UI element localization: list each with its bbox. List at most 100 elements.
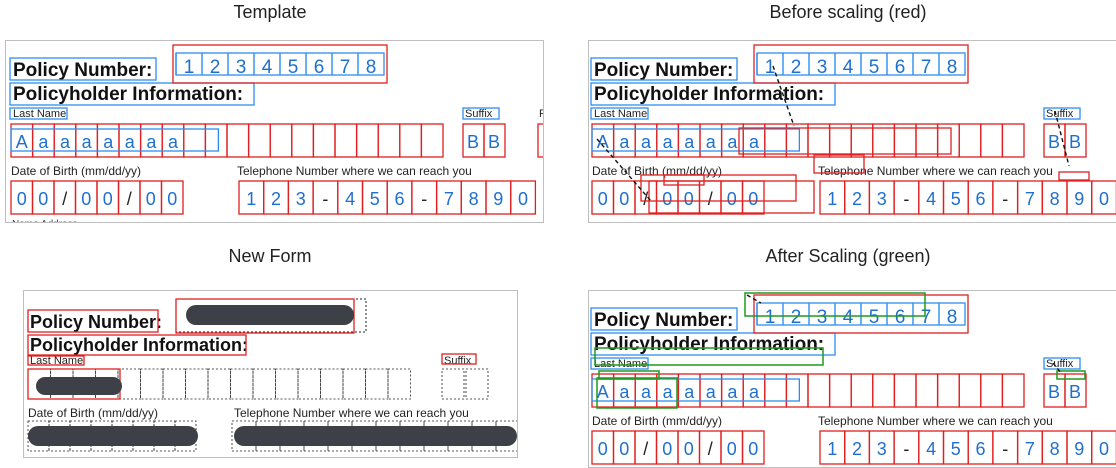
suffix-label: Suffix [465,108,493,120]
phone-char: 1 [246,189,256,209]
phone-char: - [322,189,328,209]
policy-digit: 7 [921,307,932,328]
policy-digit: 6 [895,307,906,328]
last-name-label: Last Name [594,108,647,120]
phone-char: 8 [1050,439,1060,459]
caption-template: Template [233,2,307,22]
policyholder-label: Policyholder Information: [594,84,824,105]
policy-digit: 3 [817,57,828,78]
dob-char: / [127,189,132,209]
dob-char: 0 [662,439,672,459]
name-char: a [82,132,93,152]
offset-arrow-suffix [1052,362,1062,374]
name-char: a [125,132,136,152]
dob-char-box [741,430,765,465]
phone-char: 6 [394,189,404,209]
shifted-phone-box [813,154,865,174]
scaled-suffix-box [1056,370,1086,380]
phone-char: 3 [877,439,887,459]
suffix-label-box [441,353,477,365]
last-name-label: Last Name [594,358,647,370]
policy-digit: 1 [765,57,776,78]
suffix-scan-box [465,368,489,400]
name-char-box [915,123,939,158]
phone-char: 2 [852,439,862,459]
policy-digit: 4 [262,57,273,78]
phone-scan-box [231,420,257,452]
policy-digit: 7 [921,57,932,78]
name-char-box [893,123,917,158]
shifted-suffix-box [1058,171,1090,181]
suffix-label: Suffix [1046,358,1074,370]
phone-label: Telephone Number where we can reach you [818,164,1053,178]
name-char: a [706,382,717,402]
phone-char: 5 [951,189,961,209]
dob-char: 0 [748,439,758,459]
address-label-cut: Name Address [12,219,78,222]
phone-char-box [1091,180,1116,215]
policy-digit: 5 [869,307,880,328]
dob-char: 0 [81,189,91,209]
name-char-box [355,123,379,158]
name-scan-box [297,368,321,400]
policy-digit: 2 [210,57,221,78]
name-char-box [291,123,315,158]
panel-before-scaling: Policy Number:Policyholder Information:L… [588,40,1116,223]
name-char: a [706,132,717,152]
phone-char: - [1002,439,1008,459]
name-char-box [936,123,960,158]
phone-char: 9 [1074,439,1084,459]
name-char-box [958,123,982,158]
policy-digit: 7 [340,57,351,78]
phone-char-box [1091,430,1116,465]
name-scan-box [342,368,366,400]
phone-char: 7 [1025,439,1035,459]
name-char-box [269,123,293,158]
name-char-box [399,123,423,158]
template-form-svg: Policy Number:Policyholder Information:L… [9,44,543,222]
name-char: A [597,132,609,152]
phone-char: 7 [444,189,454,209]
phone-char: 0 [1099,439,1109,459]
name-char: a [168,132,179,152]
name-char: a [619,382,630,402]
phone-char: 5 [951,439,961,459]
dob-char: / [708,189,713,209]
name-char: a [684,132,695,152]
policy-number-label-box [590,307,738,331]
name-scan-box [252,368,276,400]
policy-digit: 4 [843,307,854,328]
name-scan-box [185,368,209,400]
name-char: a [727,382,738,402]
phone-char: 3 [296,189,306,209]
phone-char: 6 [975,439,985,459]
dob-char: 0 [684,189,694,209]
policyholder-label: Policyholder Information: [13,84,243,105]
phone-char: - [903,439,909,459]
name-char-box [1001,123,1025,158]
last-name-label: Last Name [30,355,83,367]
caption-new-form: New Form [228,246,312,266]
suffix-char: B [1048,382,1060,402]
suffix-char: B [1048,132,1060,152]
name-scan-box [275,368,299,400]
name-char-box [247,123,271,158]
offset-arrow-policy [772,65,795,127]
name-value-box [10,128,220,152]
extra-char-box [537,123,543,158]
dob-char: 0 [619,189,629,209]
name-scan-box [207,368,231,400]
phone-char: 5 [370,189,380,209]
phone-char: 3 [877,189,887,209]
suffix-char: B [488,132,500,152]
phone-char: 9 [493,189,503,209]
policy-digits-box [756,52,966,76]
suffix-label-box [462,107,500,120]
policy-number-outer-box [172,44,388,84]
name-char-box [936,373,960,408]
name-char-box [915,373,939,408]
phone-char: 4 [926,439,936,459]
suffix-char-box [1064,373,1087,408]
suffix-char: B [1069,132,1081,152]
name-char: a [103,132,114,152]
